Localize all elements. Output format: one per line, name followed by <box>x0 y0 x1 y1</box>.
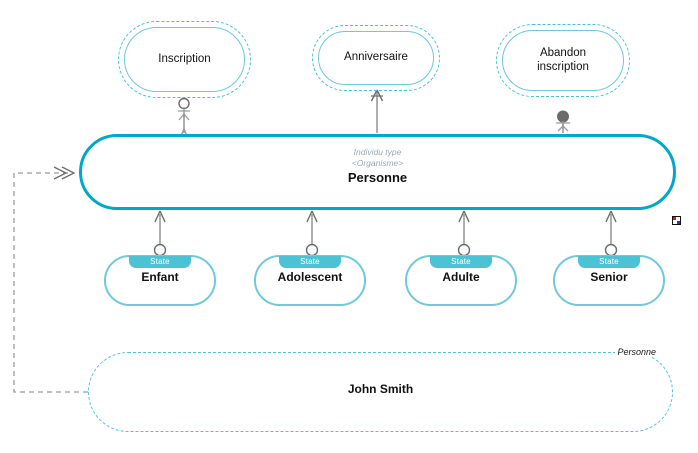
class-node-personne[interactable]: Individu type <Organisme> Personne <box>79 134 676 210</box>
usecase-abandon-inscription[interactable]: Abandon inscription <box>496 24 630 97</box>
state-node-enfant[interactable]: State Enfant <box>104 255 216 306</box>
selection-resize-handle-icon[interactable] <box>672 216 681 225</box>
class-node-text: Individu type <Organisme> Personne <box>82 147 673 186</box>
handle-marker-blue <box>677 221 680 224</box>
usecase-oval: Abandon inscription <box>502 30 624 91</box>
usecase-dashed-ring <box>496 24 630 97</box>
state-name: Enfant <box>141 270 179 284</box>
state-badge: State <box>129 256 191 268</box>
usecase-dashed-ring <box>312 25 440 91</box>
state-node-adulte[interactable]: State Adulte <box>405 255 517 306</box>
class-node-name: Personne <box>347 170 408 185</box>
instance-type-label: Personne <box>615 347 658 357</box>
usecase-label: Anniversaire <box>344 51 408 64</box>
class-node-stereotype-line2: <Organisme> <box>351 158 404 168</box>
connector-abandon-inscription <box>556 110 570 133</box>
usecase-anniversaire[interactable]: Anniversaire <box>312 25 440 91</box>
connector-anniversaire <box>370 89 384 133</box>
state-name: Adulte <box>442 270 480 284</box>
usecase-oval: Inscription <box>124 27 245 92</box>
connector-state-adulte <box>457 210 471 257</box>
state-name: Adolescent <box>277 270 343 284</box>
state-badge: State <box>430 256 492 268</box>
instance-name: John Smith <box>347 382 414 396</box>
connector-state-senior <box>604 210 618 257</box>
usecase-dashed-ring <box>118 21 251 98</box>
state-node-adolescent[interactable]: State Adolescent <box>254 255 366 306</box>
handle-marker-red <box>673 217 676 220</box>
connector-state-adolescent <box>305 210 319 257</box>
usecase-label: Abandon inscription <box>537 47 589 73</box>
usecase-label: Inscription <box>158 52 211 65</box>
state-name: Senior <box>590 270 628 284</box>
usecase-oval: Anniversaire <box>318 31 434 85</box>
state-node-senior[interactable]: State Senior <box>553 255 665 306</box>
connector-state-enfant <box>153 210 167 257</box>
connector-inscription <box>178 97 190 140</box>
usecase-inscription[interactable]: Inscription <box>118 21 251 98</box>
state-badge: State <box>279 256 341 268</box>
state-badge: State <box>578 256 640 268</box>
class-node-stereotype-line1: Individu type <box>353 147 402 157</box>
connector-instance-of <box>13 166 88 393</box>
instance-node-john-smith[interactable]: Personne John Smith <box>88 347 673 432</box>
